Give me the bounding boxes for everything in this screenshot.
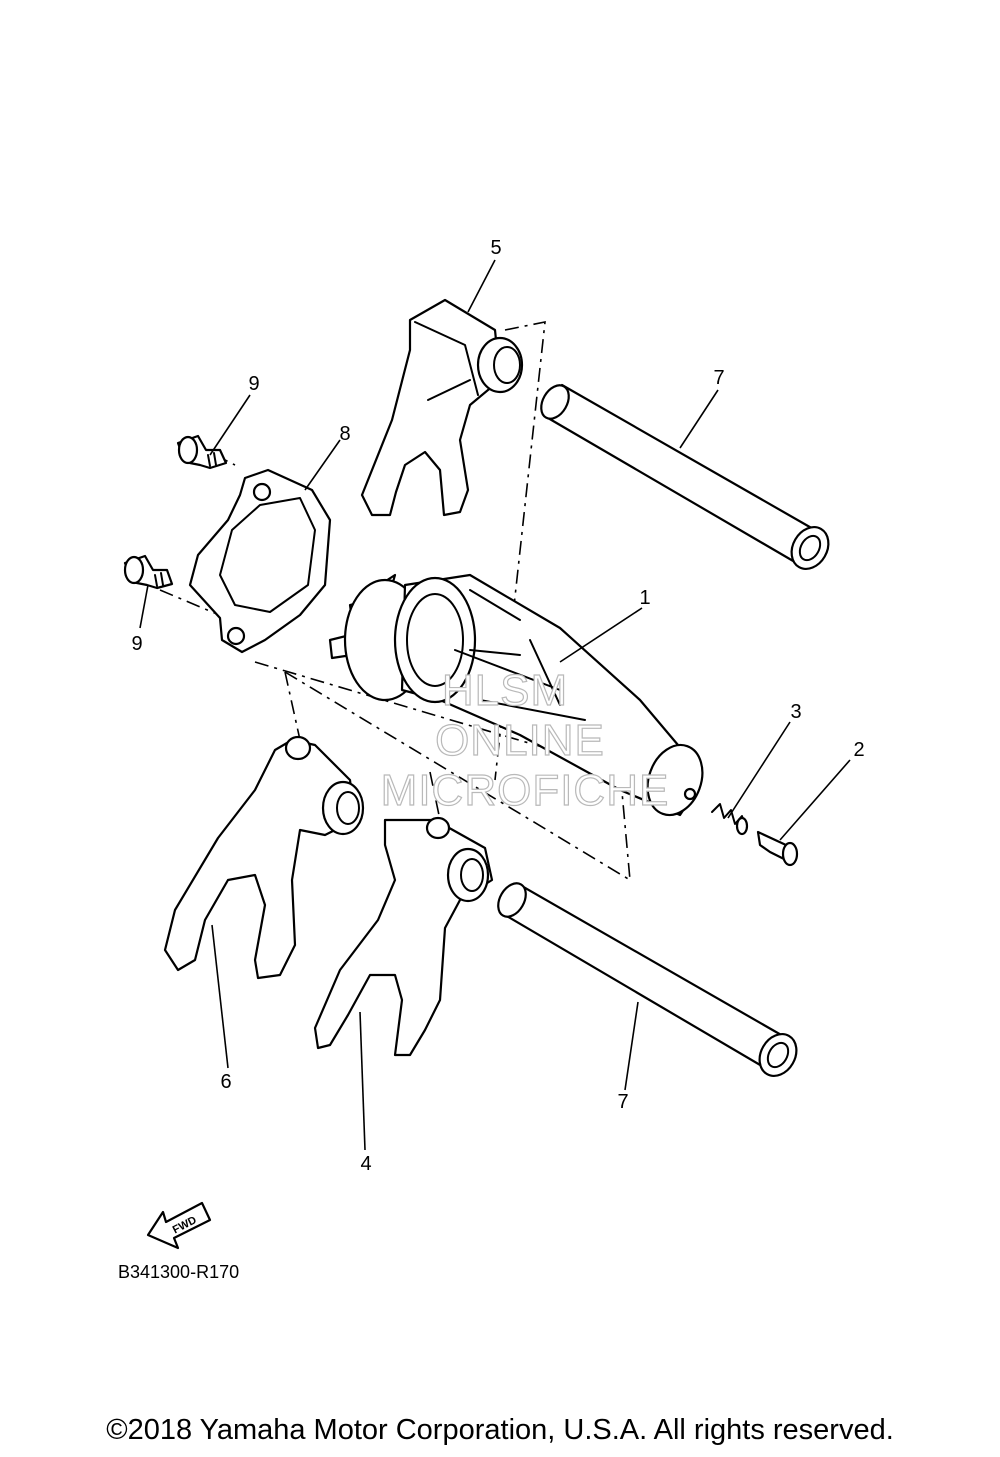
shift-fork-6: [163, 735, 365, 980]
bolt-9-lower: [123, 554, 174, 590]
shift-drum-1: [328, 573, 704, 817]
callout-9-lower: 9: [131, 633, 142, 655]
callout-7-upper: 7: [713, 367, 724, 389]
callout-9-upper: 9: [248, 373, 259, 395]
leader-lines: [139, 259, 851, 1151]
callout-2: 2: [853, 739, 864, 761]
shift-fork-shaft-7-lower: [497, 882, 798, 1077]
shift-fork-5: [360, 298, 524, 517]
watermark: HLSM ONLINE MICROFICHE: [380, 665, 670, 815]
watermark-line-1: HLSM: [442, 666, 568, 715]
callout-8: 8: [339, 423, 350, 445]
copyright-notice: ©2018 Yamaha Motor Corporation, U.S.A. A…: [106, 1414, 894, 1446]
callout-5: 5: [490, 237, 501, 259]
shift-fork-4: [313, 816, 494, 1057]
callout-4: 4: [360, 1153, 371, 1175]
diagram-reference-code: B341300-R170: [118, 1262, 240, 1282]
callout-1: 1: [639, 587, 650, 609]
watermark-line-3: MICROFICHE: [381, 766, 670, 815]
pin-2: [756, 830, 799, 867]
shift-fork-shaft-7-upper: [540, 383, 830, 570]
watermark-line-2: ONLINE: [435, 716, 605, 765]
callouts: 5 7 9 8 1 9 3 2 6 7 4: [131, 237, 864, 1175]
bolt-9-upper: [176, 434, 228, 470]
spring-3: [711, 803, 749, 836]
callout-6: 6: [220, 1071, 231, 1093]
callout-7-lower: 7: [617, 1091, 628, 1113]
stopper-plate-8: [188, 468, 332, 654]
fwd-arrow-icon: FWD: [146, 1201, 212, 1250]
callout-3: 3: [790, 701, 801, 723]
